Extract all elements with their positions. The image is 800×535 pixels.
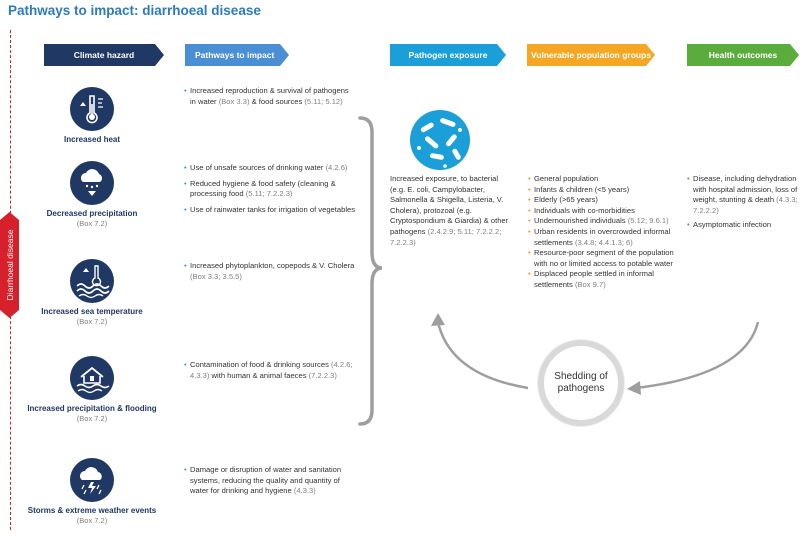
pathway-item: Contamination of food & drinking sources… bbox=[184, 360, 356, 381]
pathway-text: Use of rainwater tanks for irrigation of… bbox=[190, 204, 356, 214]
hazard-precipitation-flooding: Increased precipitation & flooding (Box … bbox=[22, 355, 162, 423]
storm-icon bbox=[70, 458, 114, 502]
vulnerable-text: Elderly (>65 years) bbox=[534, 195, 598, 205]
pathway-ref: (5.11; 7.2.2.3) bbox=[245, 189, 293, 199]
thermometer-up-icon bbox=[70, 87, 114, 131]
vulnerable-text: Urban residents in overcrowded informal … bbox=[534, 226, 671, 247]
vulnerable-item: Displaced people settled in informal set… bbox=[528, 269, 688, 290]
hazard-ref: (Box 7.2) bbox=[76, 317, 108, 326]
vulnerable-text: Individuals with co-morbidities bbox=[534, 205, 635, 215]
sea-temperature-icon bbox=[70, 259, 114, 303]
pathway-ref: (4.2.6) bbox=[325, 163, 348, 172]
cycle-arrow-left-head bbox=[431, 313, 445, 326]
vulnerable-ref: (5.12; 9.6.1) bbox=[627, 216, 669, 226]
hazard-ref: (Box 7.2) bbox=[76, 516, 108, 525]
pathway-text: Increased phytoplankton, copepods & V. C… bbox=[190, 261, 355, 270]
pathway-item: Reduced hygiene & food safety (cleaning … bbox=[184, 179, 366, 200]
vulnerable-text: Displaced people settled in informal set… bbox=[534, 269, 654, 289]
health-outcomes-list: Disease, including dehydration with hosp… bbox=[687, 174, 799, 235]
pathways-precipitation: Use of unsafe sources of drinking water … bbox=[184, 163, 366, 220]
hazard-label: Decreased precipitation bbox=[46, 209, 138, 218]
health-item: Asymptomatic infection bbox=[687, 220, 799, 231]
exposure-ref: (2.4.2.9; 5.11; 7.2.2.2; 7.2.2.3) bbox=[390, 226, 502, 247]
pathway-ref: (7.2.2.3) bbox=[308, 370, 337, 380]
bracket bbox=[358, 116, 383, 426]
hazard-decreased-precipitation: Decreased precipitation (Box 7.2) bbox=[22, 160, 162, 228]
pathway-item: Increased reproduction & survival of pat… bbox=[184, 86, 356, 107]
header-climate-hazard: Climate hazard bbox=[44, 44, 164, 66]
cloud-rain-down-icon bbox=[70, 161, 114, 205]
vulnerable-ref: (3.4.8; 4.4.1.3; 6) bbox=[574, 237, 633, 247]
hazard-increased-heat: Increased heat bbox=[22, 86, 162, 144]
pathway-text: with human & animal faeces bbox=[209, 370, 309, 380]
hazard-ref: (Box 7.2) bbox=[76, 414, 108, 423]
header-health-label: Health outcomes bbox=[708, 50, 778, 60]
shedding-circle: Shedding of pathogens bbox=[538, 340, 624, 426]
pathogen-exposure-text: Increased exposure, to bacterial (e.g. E… bbox=[390, 174, 512, 248]
header-health: Health outcomes bbox=[687, 44, 799, 66]
pathway-item: Use of unsafe sources of drinking water … bbox=[184, 163, 366, 174]
header-pathogen-exposure: Pathogen exposure bbox=[390, 44, 506, 66]
hazard-label: Increased heat bbox=[63, 135, 121, 144]
hazard-increased-sea-temperature: Increased sea temperature (Box 7.2) bbox=[22, 258, 162, 326]
pathway-item: Damage or disruption of water and sanita… bbox=[184, 465, 356, 497]
side-label-tab: Diarrhoeal disease bbox=[0, 212, 19, 318]
vulnerable-ref: (Box 9.7) bbox=[574, 279, 606, 289]
vulnerable-item: Urban residents in overcrowded informal … bbox=[528, 227, 688, 248]
header-vulnerable-label: Vulnerable population groups bbox=[530, 50, 652, 60]
page-title: Pathways to impact: diarrhoeal disease bbox=[8, 3, 261, 18]
pathways-storms: Damage or disruption of water and sanita… bbox=[184, 465, 356, 502]
pathway-ref: (Box 3.3; 3.5.5) bbox=[190, 271, 242, 281]
flooded-house-icon bbox=[70, 356, 114, 400]
bacteria-icon bbox=[410, 110, 470, 170]
health-ref: (4.3.3; 7.2.2.2) bbox=[693, 195, 798, 215]
header-pathways-label: Pathways to impact bbox=[195, 50, 275, 60]
hazard-label: Increased sea temperature bbox=[41, 307, 143, 316]
pathway-text: Increased reproduction & survival of pat… bbox=[190, 86, 349, 106]
vulnerable-item: Undernourished individuals (5.12; 9.6.1) bbox=[528, 216, 688, 227]
vulnerable-item: Elderly (>65 years) bbox=[528, 195, 688, 206]
header-vulnerable: Vulnerable population groups bbox=[527, 44, 655, 66]
pathway-item: Use of rainwater tanks for irrigation of… bbox=[184, 205, 366, 216]
pathway-text: Use of unsafe sources of drinking water bbox=[190, 163, 326, 172]
hazard-label: Storms & extreme weather events bbox=[27, 506, 157, 515]
cycle-arrow-left bbox=[436, 321, 529, 390]
header-climate-hazard-label: Climate hazard bbox=[73, 50, 135, 60]
vulnerable-item: Individuals with co-morbidities bbox=[528, 206, 688, 217]
pathway-text: Contamination of food & drinking sources bbox=[190, 360, 331, 369]
header-pathogen-exposure-label: Pathogen exposure bbox=[408, 50, 488, 60]
hazard-storms: Storms & extreme weather events (Box 7.2… bbox=[22, 457, 162, 525]
hazard-label: Increased precipitation & flooding bbox=[27, 404, 157, 413]
vulnerable-item: Resource-poor segment of the population … bbox=[528, 248, 688, 269]
vulnerable-text: Undernourished individuals bbox=[534, 216, 628, 226]
vulnerable-text: General population bbox=[534, 174, 599, 183]
pathway-text: Damage or disruption of water and sanita… bbox=[190, 465, 342, 496]
pathway-ref: (Box 3.3) bbox=[218, 96, 250, 106]
vulnerable-text: Resource-poor segment of the population … bbox=[534, 248, 674, 268]
hazard-ref: (Box 7.2) bbox=[76, 219, 108, 228]
pathway-text: & food sources bbox=[249, 96, 305, 106]
header-pathways: Pathways to impact bbox=[185, 44, 289, 66]
pathways-heat: Increased reproduction & survival of pat… bbox=[184, 86, 356, 112]
pathway-ref: (4.3.3) bbox=[293, 486, 316, 496]
pathways-flooding: Contamination of food & drinking sources… bbox=[184, 360, 356, 386]
health-text: Asymptomatic infection bbox=[693, 220, 772, 230]
pathways-sea-temperature: Increased phytoplankton, copepods & V. C… bbox=[184, 261, 356, 287]
vulnerable-item: General population bbox=[528, 174, 688, 185]
cycle-arrow-right bbox=[635, 321, 760, 390]
vulnerable-text: Infants & children (<5 years) bbox=[534, 184, 630, 194]
vulnerable-groups-list: General population Infants & children (<… bbox=[528, 174, 688, 291]
pathway-ref: (5.11; 5.12) bbox=[304, 96, 343, 106]
cycle-arrow-right-head bbox=[627, 381, 641, 395]
health-text: Disease, including dehydration with hosp… bbox=[693, 174, 798, 205]
pathway-text: Reduced hygiene & food safety (cleaning … bbox=[190, 178, 336, 199]
shedding-label: Shedding of pathogens bbox=[554, 370, 608, 395]
exposure-text: Increased exposure, to bacterial (e.g. E… bbox=[390, 174, 509, 236]
pathway-item: Increased phytoplankton, copepods & V. C… bbox=[184, 261, 356, 282]
pathway-ref: (4.2.6; 4.3.3) bbox=[190, 360, 353, 380]
health-item: Disease, including dehydration with hosp… bbox=[687, 174, 799, 216]
vulnerable-item: Infants & children (<5 years) bbox=[528, 185, 688, 196]
